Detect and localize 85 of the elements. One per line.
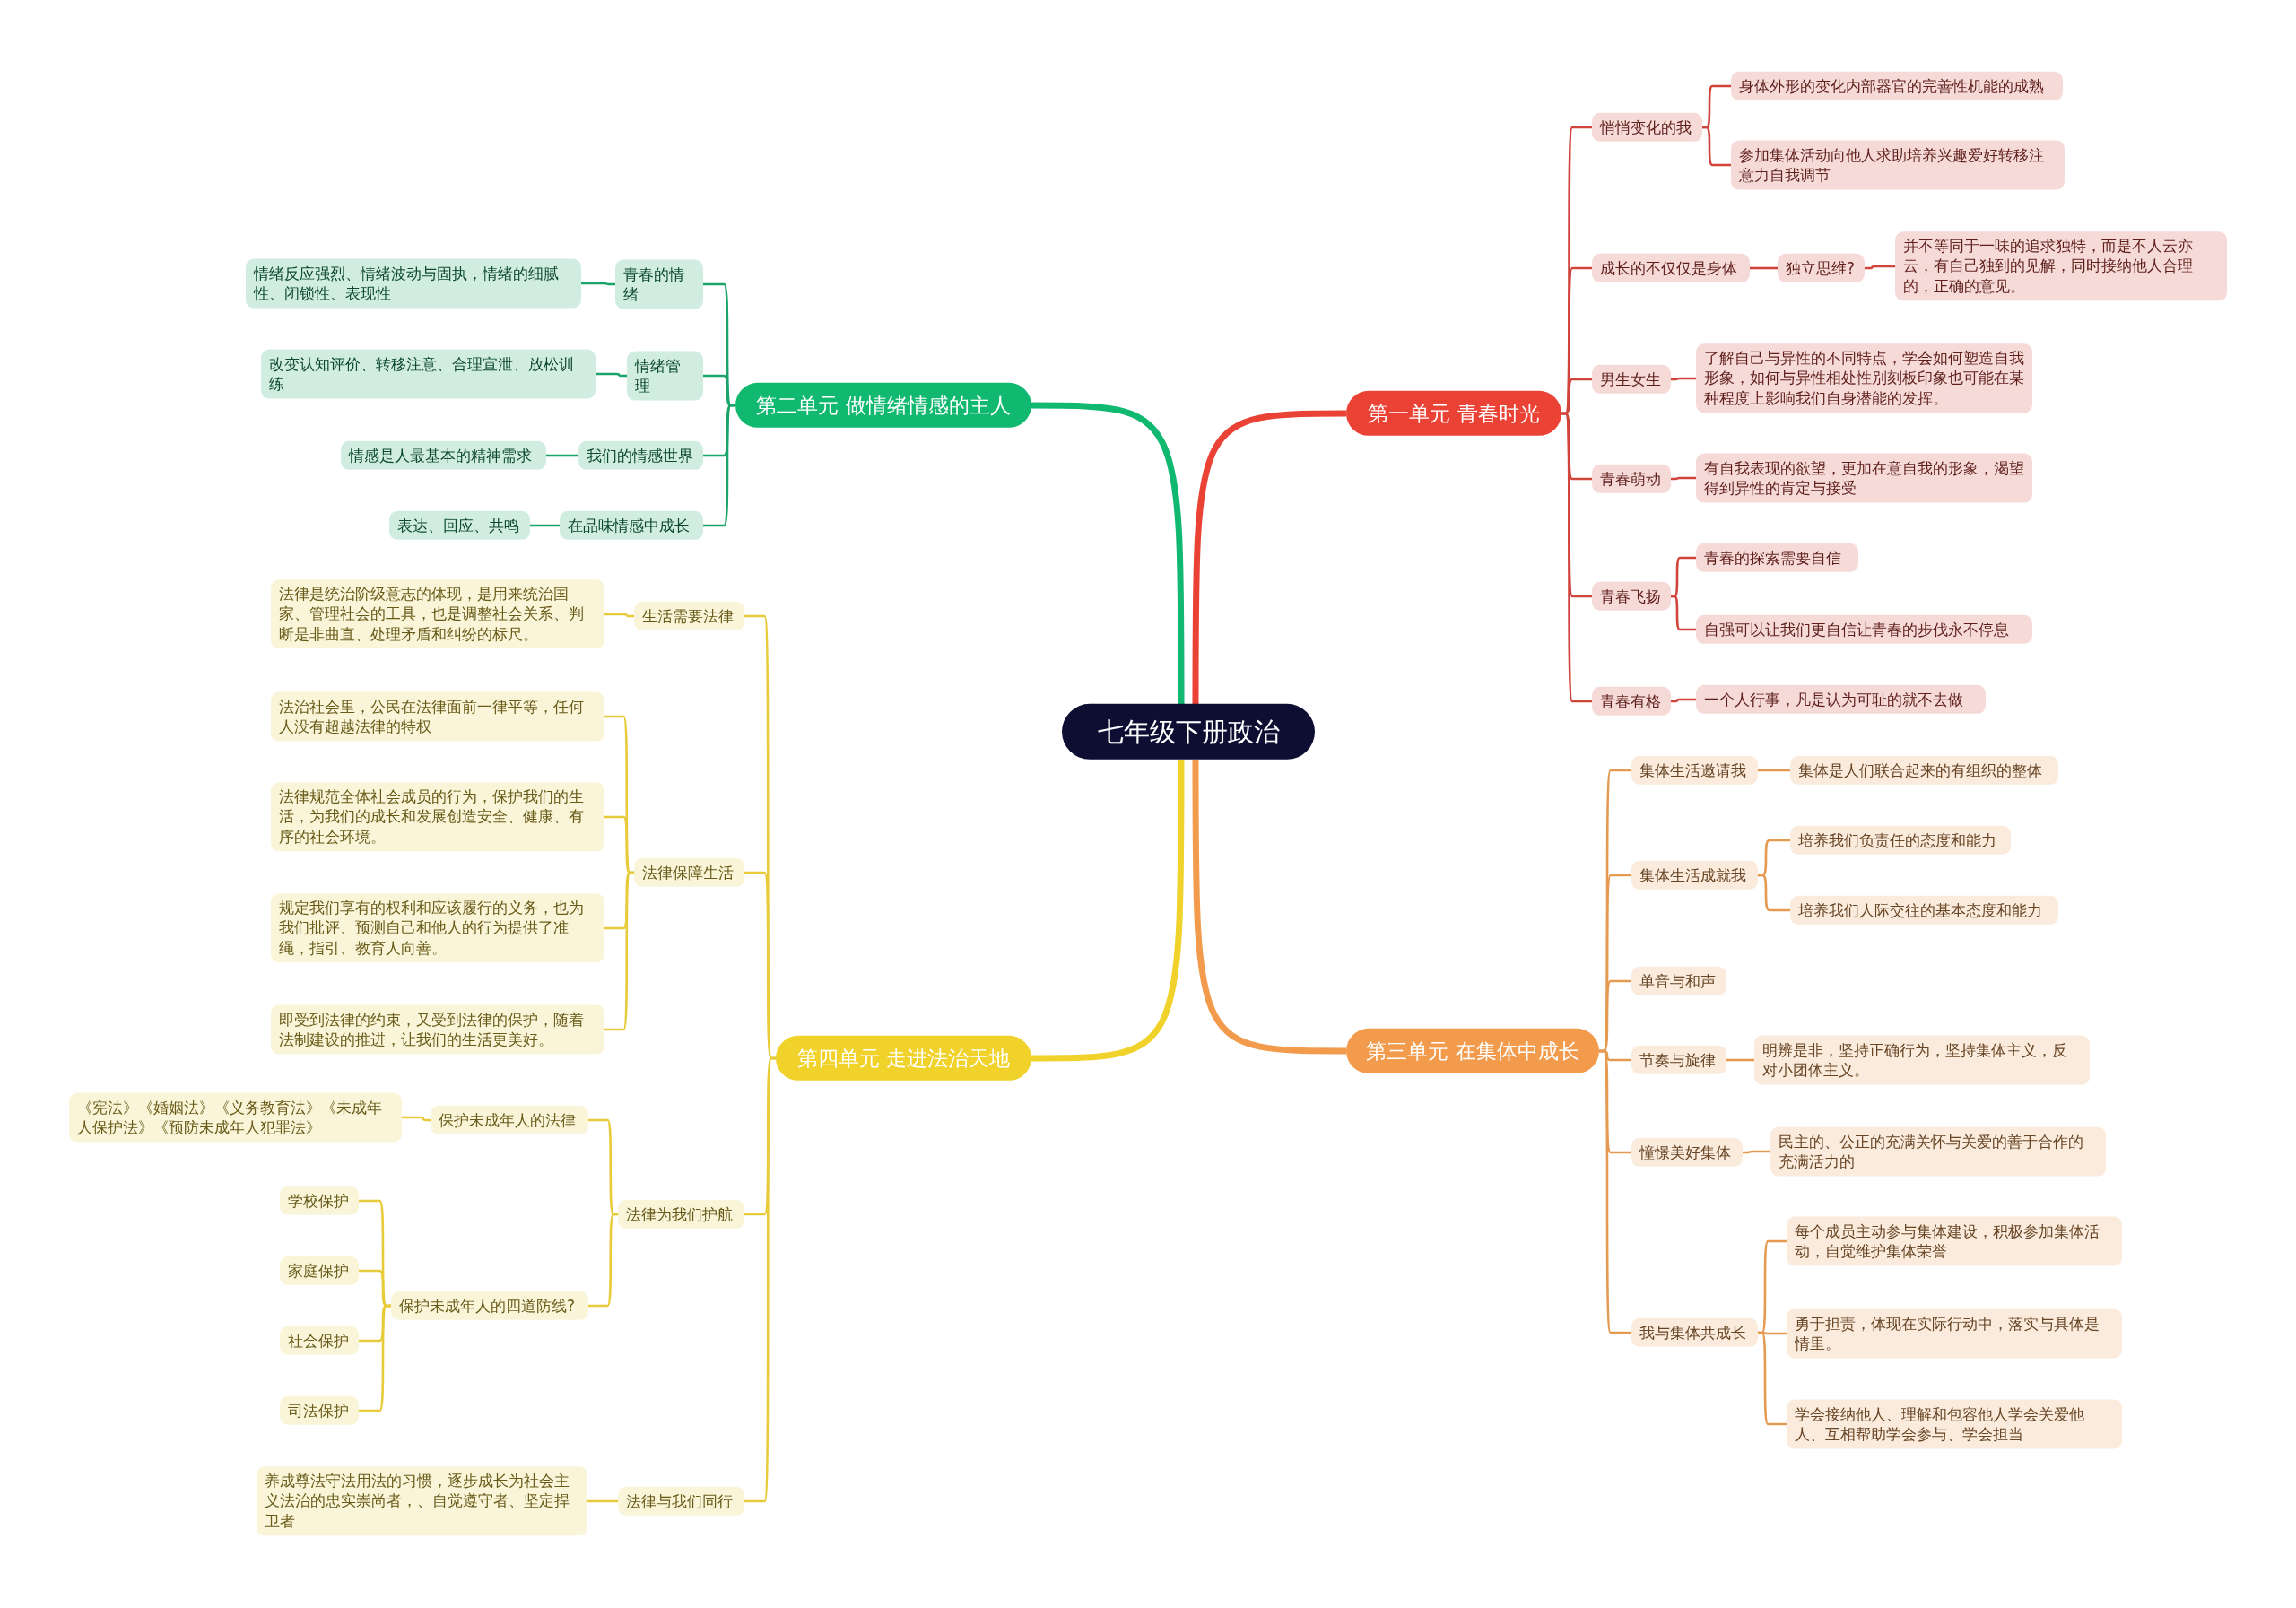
detail-box: 明辨是非，坚持正确行为，坚持集体主义，反对小团体主义。 — [1754, 1035, 2090, 1085]
detail-box: 一个人行事，凡是认为可耻的就不去做 — [1696, 684, 1986, 715]
detail-box: 情感是人最基本的精神需求 — [341, 440, 546, 471]
branch-connector — [1192, 760, 1346, 1055]
detail-box: 身体外形的变化内部器官的完善性机能的成熟 — [1731, 71, 2063, 101]
connector — [1758, 1331, 1787, 1426]
detail-box: 情绪反应强烈、情绪波动与固执，情绪的细腻性、闭锁性、表现性 — [246, 258, 581, 309]
detail-box: 家庭保护 — [280, 1256, 359, 1286]
detail-box: 《宪法》《婚姻法》《义务教育法》《未成年人保护法》《预防未成年人犯罪法》 — [69, 1092, 402, 1143]
connector — [587, 1499, 618, 1503]
branch-topic: 第四单元 走进法治天地 — [776, 1035, 1031, 1082]
subtopic-box: 青春萌动 — [1592, 464, 1671, 494]
subtopic-box: 我们的情感世界 — [578, 440, 703, 471]
detail-box: 即受到法律的约束，又受到法律的保护，随着法制建设的推进，让我们的生活更美好。 — [271, 1004, 604, 1055]
connector — [1671, 377, 1696, 381]
detail-box: 每个成员主动参与集体建设，积极参加集体活动，自觉维护集体荣誉 — [1787, 1216, 2122, 1266]
connector — [1865, 265, 1895, 270]
subtopic-box: 法律保障生活 — [634, 857, 744, 888]
subtopic-box: 在品味情感中成长 — [560, 510, 703, 541]
connector — [1561, 412, 1592, 703]
connector — [596, 372, 627, 378]
subtopic-box: 青春飞扬 — [1592, 581, 1671, 612]
subtopic-box: 男生女生 — [1592, 364, 1671, 395]
subtopic-box: 单音与和声 — [1631, 966, 1726, 996]
detail-box: 自强可以让我们更自信让青春的步伐永不停息 — [1696, 614, 2032, 645]
subtopic-box: 集体生活邀请我 — [1631, 755, 1758, 786]
subtopic-box: 青春的情绪 — [615, 259, 703, 309]
connector — [1671, 476, 1696, 481]
detail-box: 青春的探索需要自信 — [1696, 543, 1858, 573]
connector — [530, 524, 560, 527]
root-topic: 七年级下册政治 — [1062, 703, 1315, 761]
branch-connector — [1031, 402, 1185, 704]
subtopic-box: 法律为我们护航 — [618, 1199, 744, 1230]
detail-box: 社会保护 — [280, 1326, 359, 1356]
subtopic-box: 我与集体共成长 — [1631, 1317, 1758, 1348]
detail-box: 培养我们人际交往的基本态度和能力 — [1790, 895, 2058, 926]
detail-box: 法律是统治阶级意志的体现，是用来统治国家、管理社会的工具，也是调整社会关系、判断是非曲直、处理矛盾和纠纷的标尺。 — [271, 579, 604, 649]
connector — [1758, 769, 1790, 772]
detail-box: 了解自己与异性的不同特点，学会如何塑造自我形象，如何与异性相处性别刻板印象也可能在某种程度上影响我们自身潜能的发挥。 — [1696, 343, 2032, 413]
detail-box: 并不等同于一味的追求独特，而是不人云亦云，有自己独到的见解，同时接纳他人合理的，正确的意见。 — [1895, 231, 2227, 301]
subtopic-box: 法律与我们同行 — [618, 1486, 744, 1517]
connector — [604, 871, 634, 1031]
connector — [1702, 126, 1731, 167]
connector — [1671, 595, 1696, 631]
detail-box: 培养我们负责任的态度和能力 — [1790, 825, 2011, 856]
branch-connector — [1192, 410, 1346, 704]
connector — [581, 282, 615, 286]
subtopic-box: 憧憬美好集体 — [1631, 1137, 1743, 1168]
detail-box: 表达、回应、共鸣 — [389, 510, 530, 541]
connector — [546, 454, 578, 457]
subtopic-box: 成长的不仅仅是身体 — [1592, 253, 1750, 283]
detail-box: 法律规范全体社会成员的行为，保护我们的生活，为我们的成长和发展创造安全、健康、有序的社会环境。 — [271, 782, 604, 852]
subtopic-box: 节奏与旋律 — [1631, 1045, 1726, 1075]
detail-box: 学会接纳他人、理解和包容他人学会关爱他人、互相帮助学会参与、学会担当 — [1787, 1399, 2122, 1449]
branch-connector — [1031, 760, 1185, 1062]
detail-box: 参加集体活动向他人求助培养兴趣爱好转移注意力自我调节 — [1731, 140, 2065, 190]
branch-topic: 第一单元 青春时光 — [1346, 390, 1561, 437]
detail-box: 改变认知评价、转移注意、合理宣泄、放松训练 — [261, 349, 596, 399]
connector — [1758, 874, 1790, 912]
detail-box: 学校保护 — [280, 1186, 359, 1216]
connector — [588, 1213, 618, 1308]
subtopic-box: 保护未成年人的法律 — [430, 1105, 588, 1135]
subtopic-box: 保护未成年人的四道防线? — [391, 1291, 588, 1321]
connector — [604, 613, 634, 618]
detail-box: 独立思维? — [1778, 253, 1865, 283]
subtopic-box: 青春有格 — [1592, 686, 1671, 717]
detail-box: 集体是人们联合起来的有组织的整体 — [1790, 755, 2058, 786]
connector — [1743, 1150, 1770, 1154]
detail-box: 勇于担责，体现在实际行动中，落实与具体是情里。 — [1787, 1308, 2122, 1359]
connector — [1726, 1058, 1754, 1062]
detail-box: 司法保护 — [280, 1395, 359, 1426]
detail-box: 养成尊法守法用法的习惯，逐步成长为社会主义法治的忠实崇尚者，、自觉遵守者、坚定捍卫者 — [257, 1466, 587, 1536]
branch-topic: 第二单元 做情绪情感的主人 — [735, 382, 1031, 429]
subtopic-box: 悄悄变化的我 — [1592, 112, 1702, 143]
detail-box: 有自我表现的欲望，更加在意自我的形象，渴望得到异性的肯定与接受 — [1696, 453, 2032, 503]
subtopic-box: 生活需要法律 — [634, 601, 744, 631]
branch-topic: 第三单元 在集体中成长 — [1346, 1028, 1599, 1074]
detail-box: 法治社会里，公民在法律面前一律平等，任何人没有超越法律的特权 — [271, 691, 604, 742]
subtopic-box: 集体生活成就我 — [1631, 860, 1758, 891]
detail-box: 民主的、公正的充满关怀与关爱的善于合作的充满活力的 — [1770, 1126, 2106, 1177]
detail-box: 规定我们享有的权利和应该履行的义务，也为我们批评、预测自己和他人的行为提供了准绳，指引、教育人向善。 — [271, 893, 604, 963]
connector — [402, 1116, 430, 1122]
connector — [1750, 266, 1778, 270]
subtopic-box: 情绪管理 — [627, 351, 703, 401]
connector — [1671, 698, 1696, 703]
